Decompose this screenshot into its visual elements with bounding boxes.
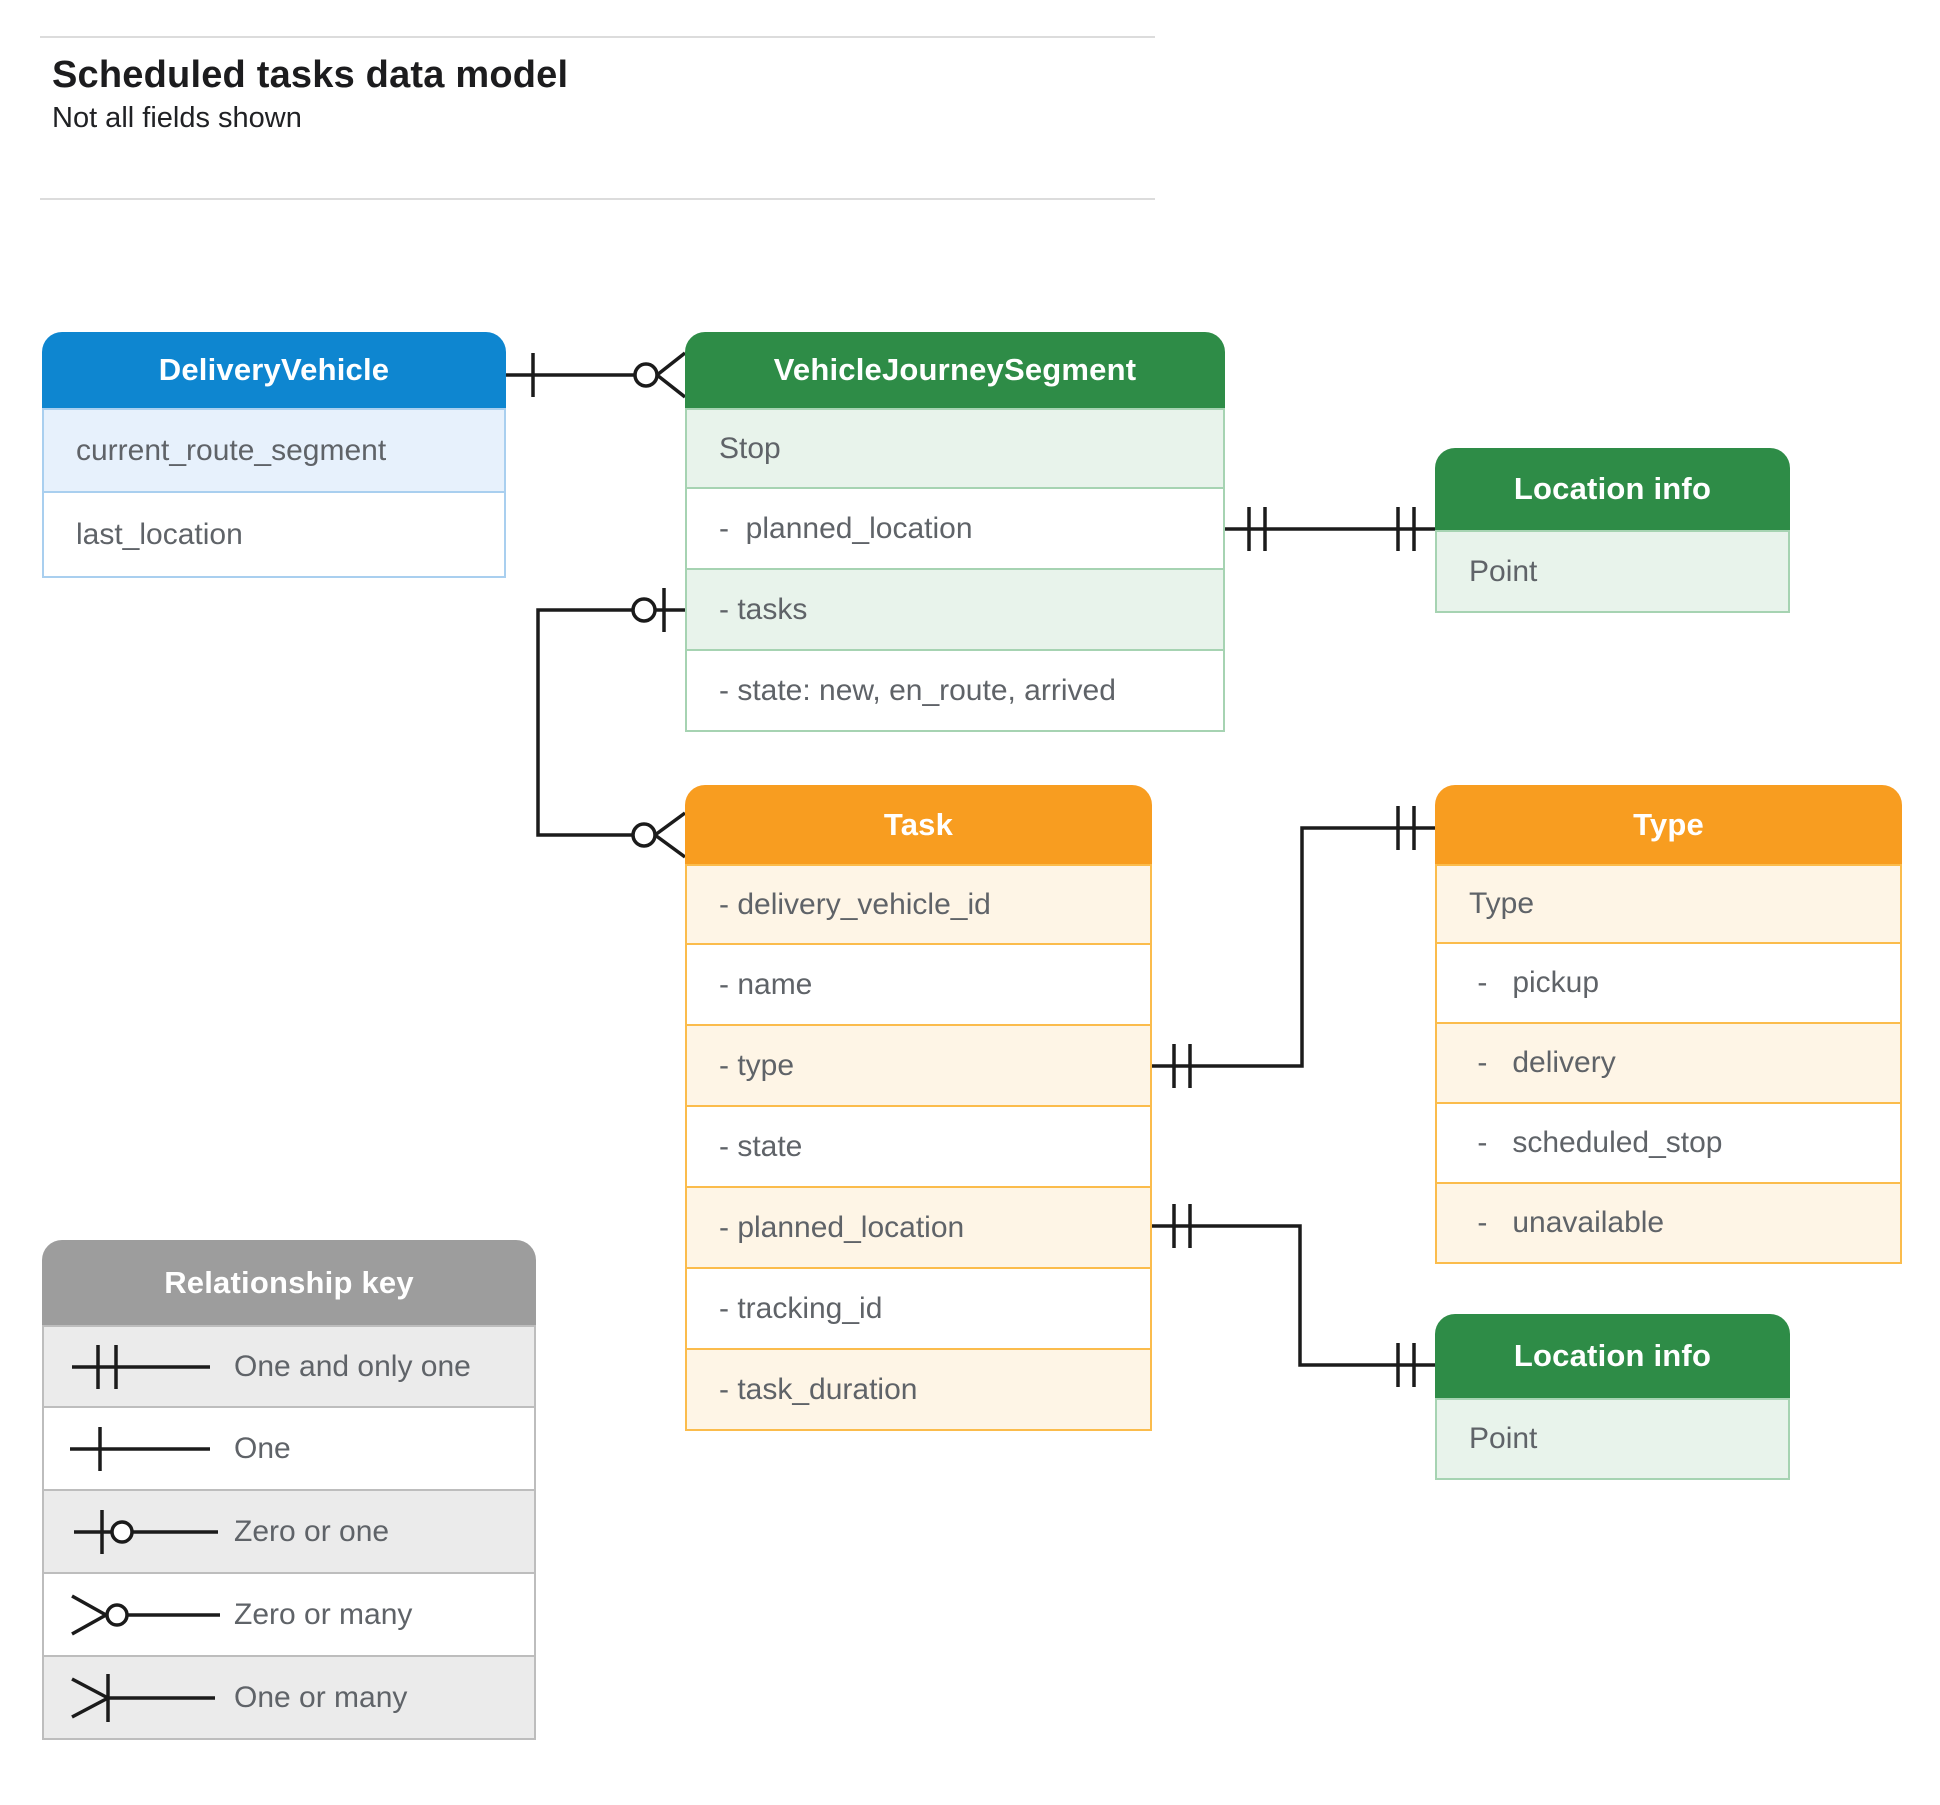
entity-vehicle-journey-segment-header: VehicleJourneySegment — [685, 332, 1225, 408]
row-unavailable: - unavailable — [1435, 1184, 1902, 1264]
one-and-only-one-ticks-icon — [1396, 1343, 1416, 1387]
connector-deliveryvehicle-vehiclejourneysegment — [506, 351, 687, 399]
entity-location-info-top: Location info Point — [1435, 448, 1790, 613]
entity-task: Task - delivery_vehicle_id - name - type… — [685, 785, 1152, 1431]
row-pickup: - pickup — [1435, 944, 1902, 1024]
row-tasks: - tasks — [685, 570, 1225, 651]
zero-or-one-icon — [74, 1509, 218, 1554]
row-current-route-segment: current_route_segment — [42, 408, 506, 493]
row-type: - type — [685, 1026, 1152, 1107]
entity-location-info-bottom: Location info Point — [1435, 1314, 1790, 1480]
connector-task-locationinfo-bottom — [1152, 1204, 1435, 1387]
zero-circle-icon — [631, 597, 657, 623]
row-type-label: Type — [1435, 864, 1902, 944]
row-delivery: - delivery — [1435, 1024, 1902, 1104]
one-or-many-icon — [71, 1673, 215, 1722]
entity-type-header: Type — [1435, 785, 1902, 864]
entity-task-header: Task — [685, 785, 1152, 864]
one-icon — [70, 1426, 210, 1471]
crow-foot-icon — [653, 811, 687, 859]
one-and-only-one-ticks-icon — [1247, 507, 1267, 551]
row-name: - name — [685, 945, 1152, 1026]
row-delivery-vehicle-id: - delivery_vehicle_id — [685, 864, 1152, 945]
legend-item-one: One — [42, 1408, 536, 1491]
entity-type: Type Type - pickup - delivery - schedule… — [1435, 785, 1902, 1264]
legend-header: Relationship key — [42, 1240, 536, 1325]
entity-delivery-vehicle-header: DeliveryVehicle — [42, 332, 506, 408]
one-and-only-one-ticks-icon — [1172, 1044, 1192, 1088]
row-point-bottom: Point — [1435, 1398, 1790, 1480]
entity-location-info-bottom-header: Location info — [1435, 1314, 1790, 1398]
row-task-state: - state — [685, 1107, 1152, 1188]
row-last-location: last_location — [42, 493, 506, 578]
one-and-only-one-ticks-icon — [1396, 806, 1416, 850]
entity-delivery-vehicle: DeliveryVehicle current_route_segment la… — [42, 332, 506, 578]
connector-vjs-locationinfo-top — [1225, 507, 1435, 551]
row-state: - state: new, en_route, arrived — [685, 651, 1225, 732]
entity-vehicle-journey-segment: VehicleJourneySegment Stop - planned_loc… — [685, 332, 1225, 732]
row-planned-location: - planned_location — [685, 489, 1225, 570]
top-divider — [40, 36, 1155, 38]
zero-or-many-icon — [71, 1593, 220, 1636]
page-title: Scheduled tasks data model — [52, 54, 569, 96]
legend-item-one-and-only-one: One and only one — [42, 1325, 536, 1408]
legend-item-zero-or-one: Zero or one — [42, 1491, 536, 1574]
one-and-only-one-ticks-icon — [1396, 507, 1416, 551]
legend-item-one-or-many: One or many — [42, 1657, 536, 1740]
zero-circle-icon — [633, 362, 659, 388]
crow-foot-icon — [655, 351, 687, 399]
zero-circle-icon — [631, 822, 657, 848]
row-stop: Stop — [685, 408, 1225, 489]
row-scheduled-stop: - scheduled_stop — [1435, 1104, 1902, 1184]
page-subtitle: Not all fields shown — [52, 102, 302, 134]
one-and-only-one-ticks-icon — [1172, 1204, 1192, 1248]
connector-vjs-task — [536, 588, 687, 859]
row-task-duration: - task_duration — [685, 1350, 1152, 1431]
row-task-planned-location: - planned_location — [685, 1188, 1152, 1269]
entity-location-info-top-header: Location info — [1435, 448, 1790, 530]
legend-item-zero-or-many: Zero or many — [42, 1574, 536, 1657]
connector-task-type — [1152, 806, 1435, 1088]
title-divider — [40, 198, 1155, 200]
row-point: Point — [1435, 530, 1790, 613]
row-tracking-id: - tracking_id — [685, 1269, 1152, 1350]
legend-relationship-key: Relationship key One and only one One Ze… — [42, 1240, 536, 1740]
one-and-only-one-icon — [72, 1344, 210, 1389]
